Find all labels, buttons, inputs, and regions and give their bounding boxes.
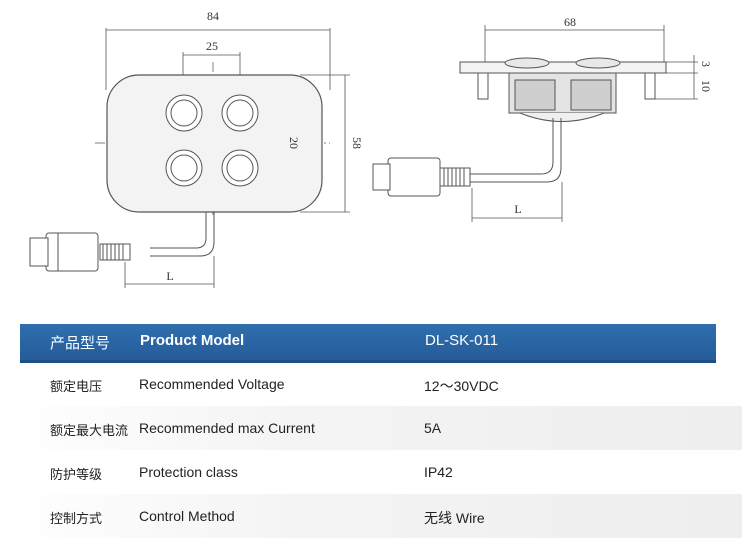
spec-header-row: 产品型号 Product Model DL-SK-011: [20, 324, 716, 363]
row-value: 无线 Wire: [424, 510, 485, 526]
row-label-en: Protection class: [139, 464, 238, 480]
front-view-drawing: [29, 28, 350, 288]
header-value: DL-SK-011: [425, 332, 499, 349]
dim-side-cable-label: L: [514, 202, 521, 216]
row-label-en: Recommended max Current: [139, 420, 315, 436]
row-value: 12～30VDC: [424, 378, 499, 394]
spec-row-current: 额定最大电流 Recommended max Current 5A: [0, 406, 742, 450]
dim-height-label: 58: [350, 137, 364, 149]
dim-pitch-h-label: 25: [206, 39, 218, 53]
row-value: 5A: [424, 420, 442, 436]
dim-cable-label: L: [166, 269, 173, 283]
side-view-drawing: [372, 25, 698, 222]
dim-width-label: 84: [207, 9, 219, 23]
header-label-en: Product Model: [140, 332, 245, 349]
spec-table: 产品型号 Product Model DL-SK-011 额定电压 Recomm…: [0, 318, 742, 559]
row-label-cn: 防护等级: [50, 467, 103, 482]
dim-thickness-1-label: 3: [699, 61, 713, 67]
spec-row-protection: 防护等级 Protection class IP42: [0, 450, 742, 494]
row-label-cn: 额定电压: [50, 379, 103, 394]
row-value: IP42: [424, 464, 453, 480]
header-label-cn: 产品型号: [50, 335, 111, 352]
dim-thickness-2-label: 10: [699, 80, 713, 92]
row-label-en: Recommended Voltage: [139, 376, 285, 392]
dim-pitch-v-label: 20: [287, 137, 301, 149]
row-label-cn: 额定最大电流: [50, 423, 129, 438]
spec-row-voltage: 额定电压 Recommended Voltage 12～30VDC: [0, 362, 742, 406]
row-label-en: Control Method: [139, 508, 235, 524]
spec-row-control: 控制方式 Control Method 无线 Wire: [0, 494, 742, 538]
row-label-cn: 控制方式: [50, 511, 103, 526]
dim-side-width-label: 68: [564, 15, 576, 29]
technical-drawings: 84 25 20 58 L: [29, 9, 713, 288]
